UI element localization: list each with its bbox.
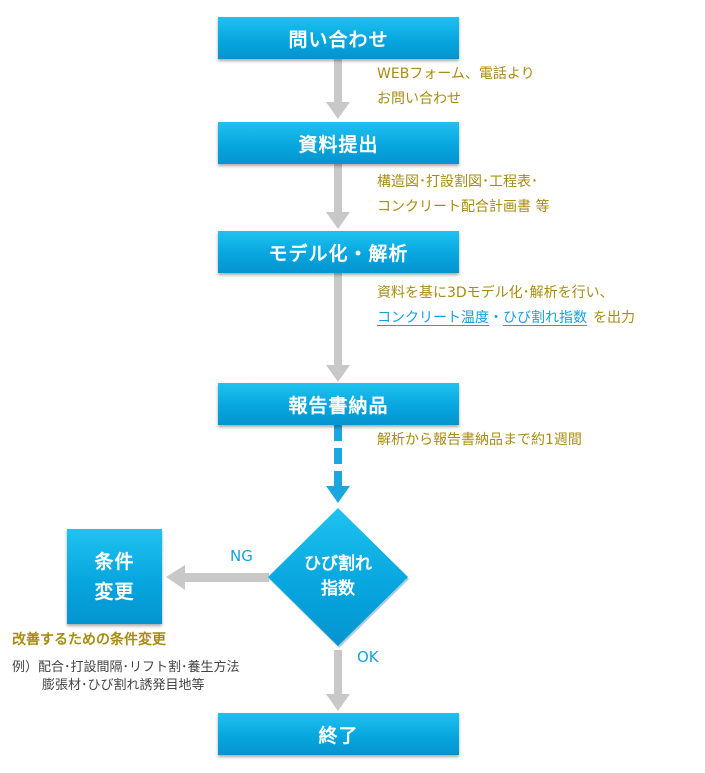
improvement-title: 改善するための条件変更 <box>12 632 166 648</box>
step-submit-label: 資料提出 <box>298 133 379 156</box>
note-model-separator: ・ <box>489 310 503 326</box>
step-inquiry: 問い合わせ <box>218 17 459 59</box>
arrow-decision-to-end <box>326 650 350 711</box>
note-submit-line1: 構造図･打設割図･工程表･ <box>377 174 538 190</box>
condition-change-line1: 条件 <box>94 550 135 573</box>
step-model-label: モデル化・解析 <box>268 242 409 265</box>
note-model-line1: 資料を基に3Dモデル化･解析を行い、 <box>377 285 614 301</box>
note-model: 資料を基に3Dモデル化･解析を行い、 コンクリート温度・ひび割れ指数を出力 <box>377 281 635 331</box>
step-end: 終了 <box>218 713 459 755</box>
dashed-arrow-report-to-decision <box>326 425 350 503</box>
arrow-inquiry-to-submit <box>326 58 350 119</box>
improvement-example-line1: 例）配合･打設間隔･リフト割･養生方法 <box>12 660 240 675</box>
note-inquiry-line2: お問い合わせ <box>377 91 461 107</box>
note-inquiry: WEBフォーム、電話より お問い合わせ <box>377 62 535 112</box>
step-inquiry-label: 問い合わせ <box>288 28 389 51</box>
decision-label-line1: ひび割れ <box>304 554 372 574</box>
crack-index-link[interactable]: ひび割れ指数 <box>503 310 587 326</box>
note-model-tail: を出力 <box>593 310 635 326</box>
concrete-temperature-link[interactable]: コンクリート温度 <box>377 310 489 326</box>
note-model-line2: コンクリート温度・ひび割れ指数を出力 <box>377 306 635 331</box>
note-inquiry-line1: WEBフォーム、電話より <box>377 66 535 82</box>
note-submit: 構造図･打設割図･工程表･ コンクリート配合計画書 等 <box>377 170 549 220</box>
decision-label-line2: 指数 <box>321 579 355 599</box>
step-end-label: 終了 <box>318 724 359 747</box>
improvement-example-line2: 膨張材･ひび割れ誘発目地等 <box>42 678 205 693</box>
decision-label: ひび割れ 指数 <box>278 552 398 602</box>
step-modeling-analysis: モデル化・解析 <box>218 231 459 273</box>
decision-diamond <box>268 508 409 648</box>
step-report-delivery: 報告書納品 <box>218 383 459 425</box>
arrow-model-to-report <box>326 272 350 382</box>
condition-change-line2: 変更 <box>94 580 135 603</box>
label-ng: NG <box>230 547 253 565</box>
arrow-submit-to-model <box>326 163 350 229</box>
label-ok: OK <box>357 648 379 666</box>
note-report-line: 解析から報告書納品まで約1週間 <box>377 432 582 448</box>
step-submit-documents: 資料提出 <box>218 122 459 164</box>
note-report: 解析から報告書納品まで約1週間 <box>377 428 582 453</box>
step-report-label: 報告書納品 <box>288 394 389 417</box>
note-submit-line2: コンクリート配合計画書 等 <box>377 199 550 215</box>
step-condition-change: 条件 変更 <box>67 529 162 624</box>
arrow-decision-to-change <box>166 565 269 590</box>
